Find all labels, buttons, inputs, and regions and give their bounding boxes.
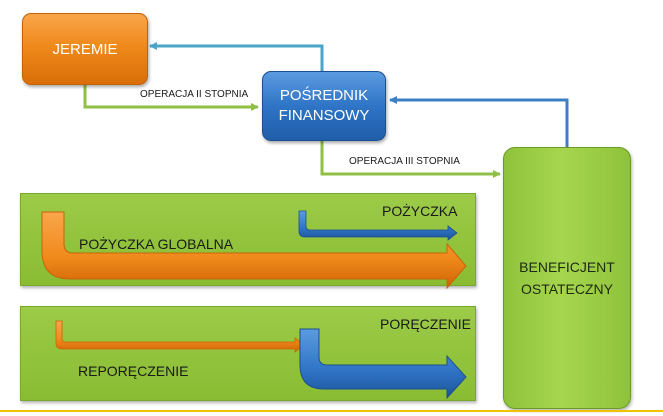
connector-posrednik-to-beneficjent <box>320 141 501 178</box>
beneficjent-label-line2: OSTATECZNY <box>520 281 614 297</box>
posrednik-label-line2: FINANSOWY <box>278 107 370 124</box>
operacja-iii-label: OPERACJA III STOPNIA <box>349 156 460 167</box>
pozyczka-globalna-label: POŻYCZKA GLOBALNA <box>79 236 234 252</box>
poreczenie-arrow <box>299 328 467 400</box>
connector-posrednik-to-jeremie <box>149 42 324 71</box>
footer-divider <box>0 410 663 412</box>
jeremie-box: JEREMIE <box>22 13 148 85</box>
posrednik-label-line1: POŚREDNIK <box>279 87 369 104</box>
jeremie-label: JEREMIE <box>52 40 118 58</box>
reporeczenie-arrow <box>55 320 305 353</box>
pozyczka-globalna-arrow <box>41 211 467 290</box>
beneficjent-label-line1: BENEFICJENT <box>519 259 615 275</box>
poreczenie-title: PORĘCZENIE <box>380 316 472 332</box>
posrednik-box: POŚREDNIK FINANSOWY <box>262 71 386 141</box>
beneficjent-box: BENEFICJENT OSTATECZNY <box>503 147 631 409</box>
pozyczka-arrow <box>298 210 458 241</box>
reporeczenie-label: REPORĘCZENIE <box>78 363 189 379</box>
connector-beneficjent-to-posrednik <box>389 96 569 147</box>
operacja-ii-label: OPERACJA II STOPNIA <box>140 89 249 100</box>
connector-jeremie-to-posrednik <box>83 85 259 111</box>
pozyczka-title: POŻYCZKA <box>382 203 458 219</box>
